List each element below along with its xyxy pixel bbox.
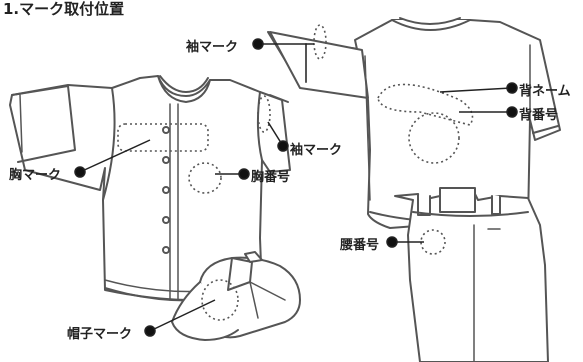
leaders [74, 38, 518, 337]
chest-number-area [188, 162, 222, 194]
back-number-area [408, 112, 460, 164]
label-back-number: 背番号 [519, 108, 559, 123]
label-cap-mark: 帽子マーク [67, 327, 133, 342]
label-chest-mark: 胸マーク [9, 168, 62, 183]
front-jersey [9, 75, 291, 302]
cap-mark-area [201, 279, 239, 321]
label-chest-number: 胸番号 [251, 170, 291, 185]
sleeve-front-area [257, 95, 271, 133]
label-waist-number: 腰番号 [340, 238, 380, 253]
cap [171, 251, 301, 341]
sleeve-top-area [313, 24, 327, 60]
waist-number-area [420, 229, 446, 255]
label-sleeve-mark-front: 袖マーク [290, 143, 343, 158]
mark-areas [117, 24, 474, 321]
diagram-title: 1.マーク取付位置 [3, 0, 125, 18]
label-back-name: 背ネーム [519, 84, 571, 99]
label-sleeve-mark-top: 袖マーク [186, 40, 239, 55]
pants [394, 187, 549, 362]
